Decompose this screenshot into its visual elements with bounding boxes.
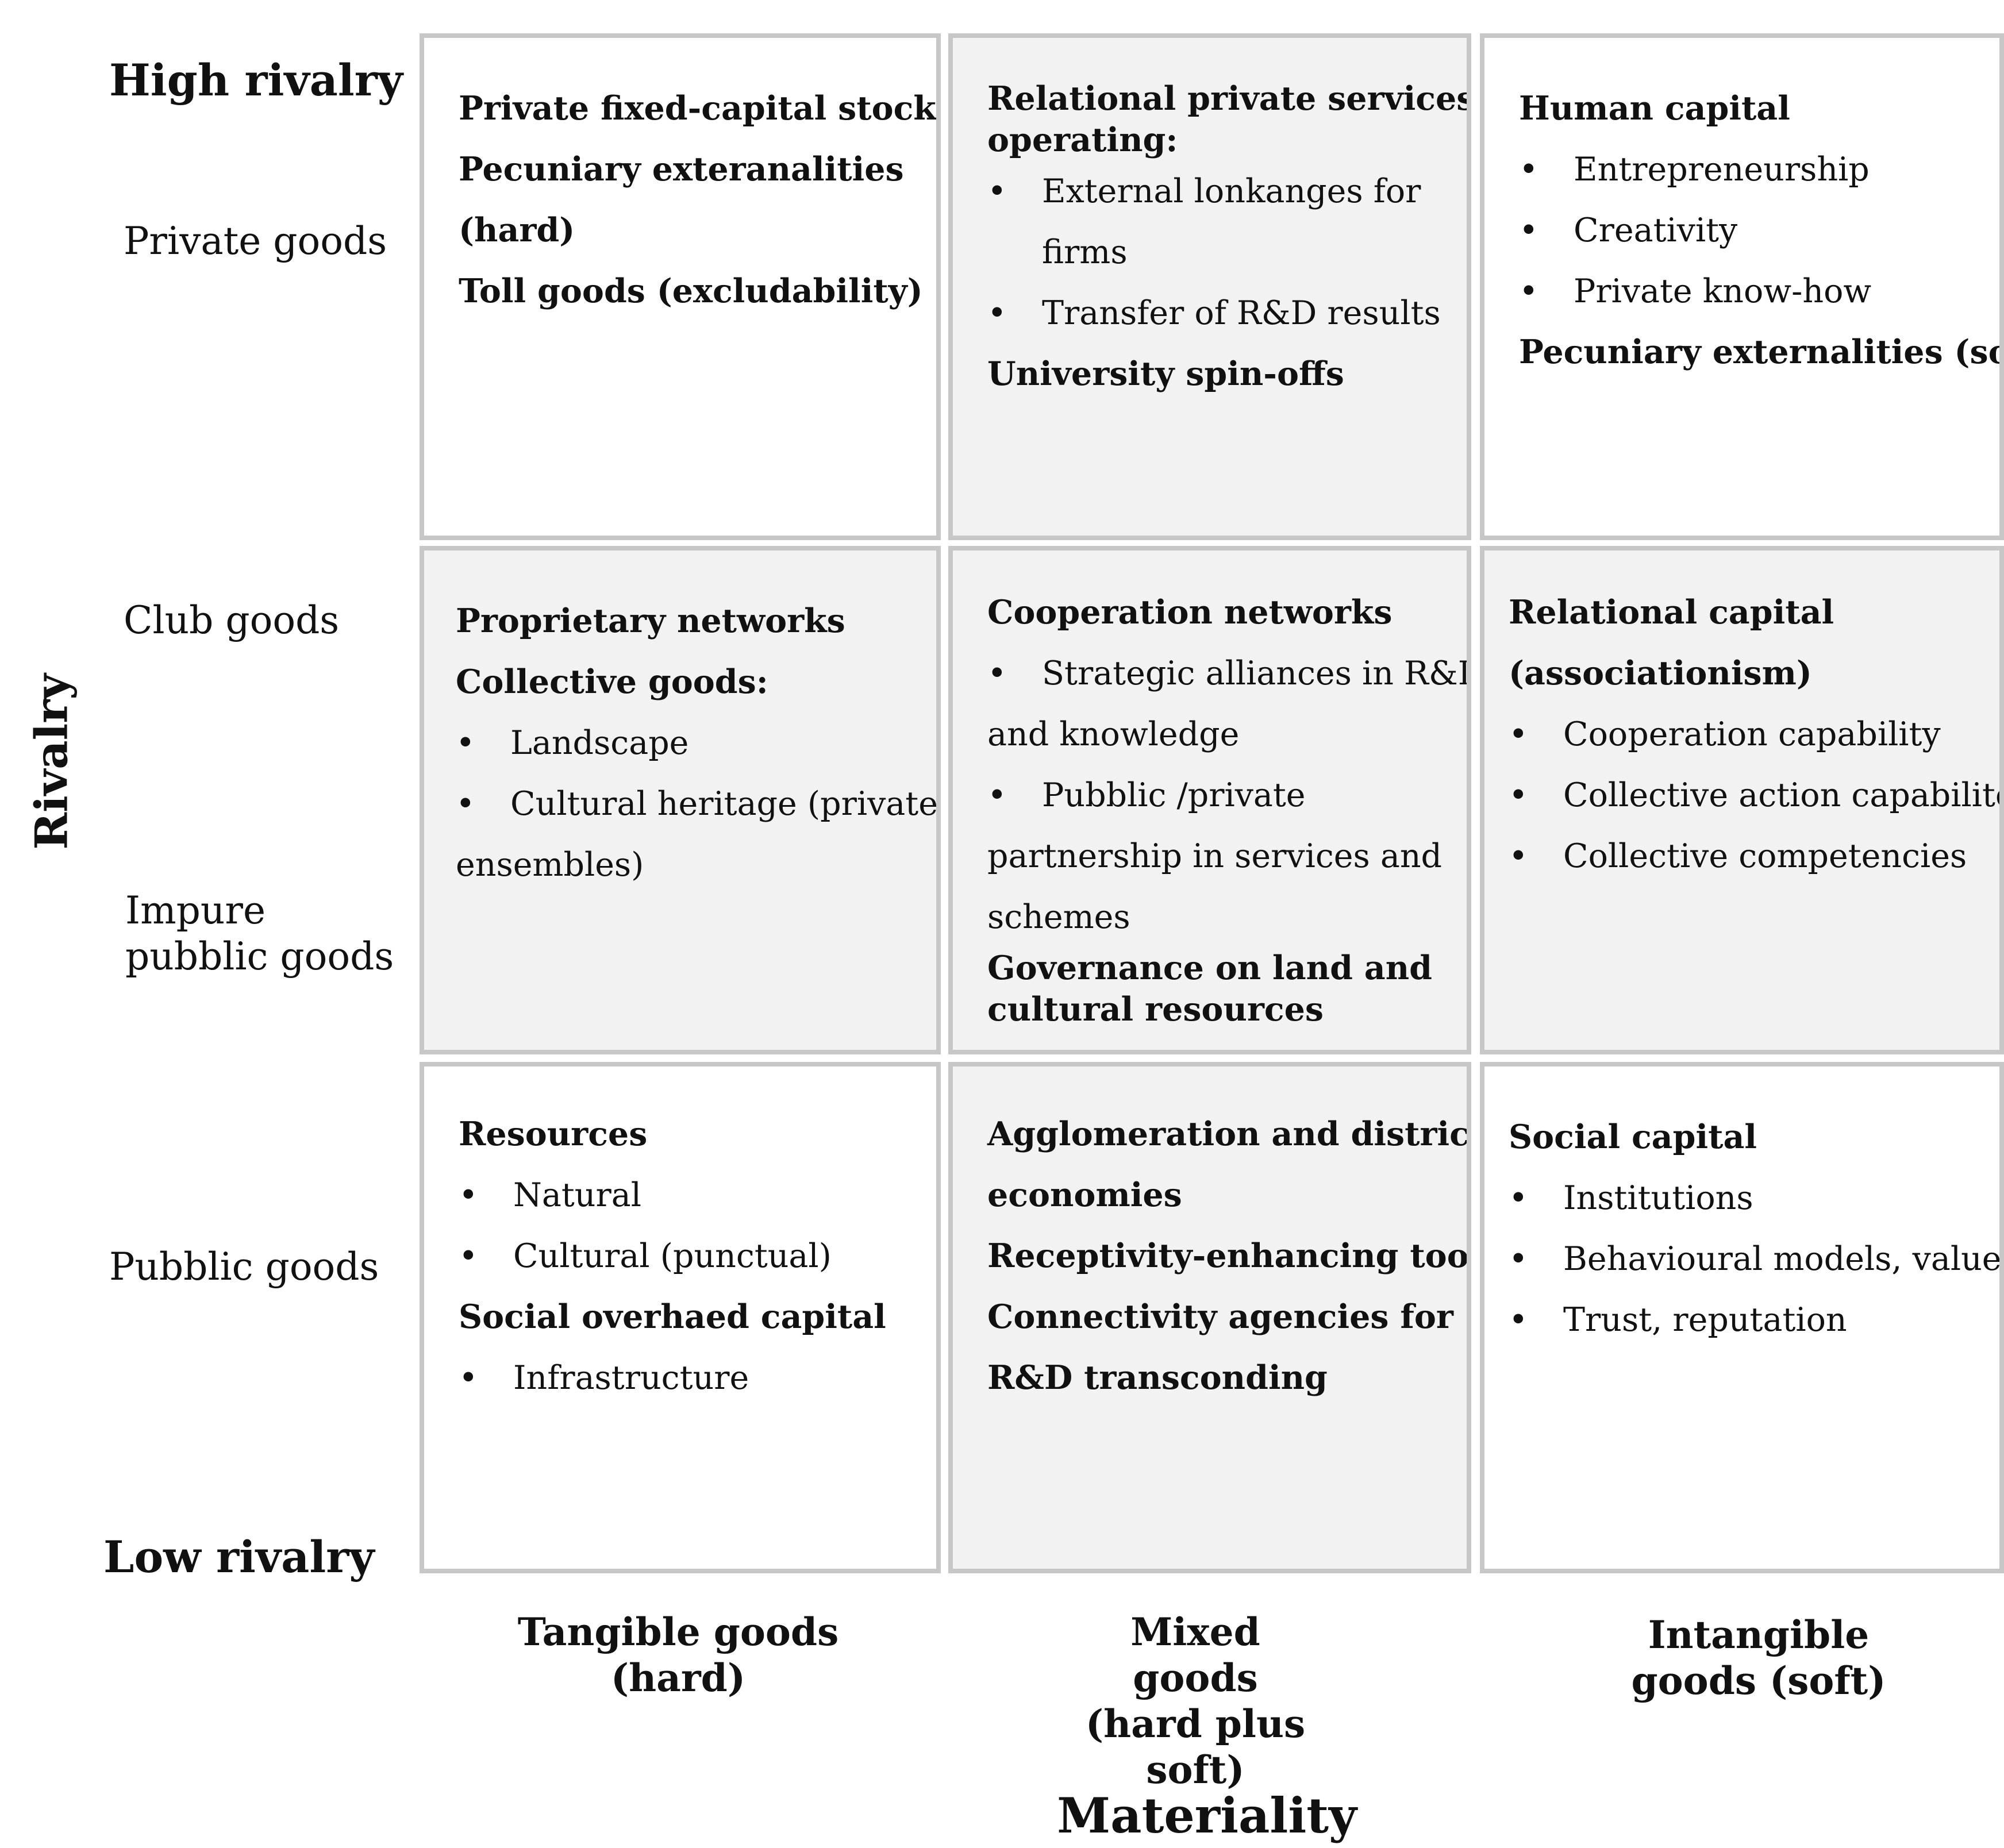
column-label-tangible: Tangible goods (hard) bbox=[517, 1610, 839, 1700]
cell-text: economies bbox=[987, 1176, 1182, 1214]
cell-bullet: Natural bbox=[459, 1165, 913, 1226]
cell-bullet: Trust, reputation bbox=[1509, 1289, 1976, 1350]
cell-text: R&D transconding bbox=[987, 1358, 1328, 1397]
cell-private-intangible: Human capital Entrepreneurship Creativit… bbox=[1480, 33, 2004, 540]
cell-bullet: Collective action capabilites bbox=[1509, 765, 1999, 826]
cell-heading: Resources bbox=[459, 1115, 648, 1153]
low-rivalry-label: Low rivalry bbox=[103, 1531, 375, 1583]
cell-heading: Cooperation networks bbox=[987, 593, 1393, 632]
cell-bullet: Institutions bbox=[1509, 1168, 1976, 1229]
cell-bullet-continuation: partnership in services and bbox=[987, 837, 1443, 875]
cell-bullet-continuation: ensembles) bbox=[456, 846, 644, 884]
cell-text: cultural resources bbox=[987, 990, 1324, 1029]
cell-club-tangible: Proprietary networks Collective goods: L… bbox=[420, 546, 941, 1054]
cell-text: Pecuniary exteranalities bbox=[459, 150, 904, 188]
cell-bullet: Private know-how bbox=[1519, 261, 1976, 322]
cell-bullet: Cooperation capability bbox=[1509, 704, 1976, 765]
materiality-axis-title: Materiality bbox=[1057, 1787, 1357, 1844]
cell-heading: Relational private services bbox=[987, 79, 1471, 118]
cell-club-mixed: Cooperation networks Strategic alliances… bbox=[948, 546, 1471, 1054]
row-label-public-goods: Pubblic goods bbox=[109, 1245, 379, 1289]
cell-bullet: Collective competencies bbox=[1509, 826, 1976, 887]
cell-text: Pecuniary externalities (soft) bbox=[1519, 333, 2004, 371]
cell-bullet: Pubblic /private bbox=[987, 765, 1444, 826]
cell-heading: Social capital bbox=[1509, 1118, 1757, 1156]
cell-heading: operating: bbox=[987, 121, 1178, 159]
cell-heading: Human capital bbox=[1519, 89, 1790, 128]
cell-heading: Relational capital bbox=[1509, 593, 1834, 632]
cell-bullet: Cultural heritage (private bbox=[456, 773, 936, 834]
cell-bullet: External lonkanges for bbox=[987, 161, 1444, 222]
cell-bullet: Entrepreneurship bbox=[1519, 139, 1976, 200]
cell-text: Connectivity agencies for bbox=[987, 1298, 1453, 1336]
rivalry-axis-title: Rivalry bbox=[25, 673, 78, 850]
cell-bullet: Cultural (punctual) bbox=[459, 1226, 913, 1287]
cell-public-tangible: Resources Natural Cultural (punctual) So… bbox=[420, 1062, 941, 1573]
cell-public-intangible: Social capital Institutions Behavioural … bbox=[1480, 1062, 2004, 1573]
row-label-club-goods: Club goods bbox=[124, 598, 340, 642]
cell-club-intangible: Relational capital (associationism) Coop… bbox=[1480, 546, 2004, 1054]
cell-heading: Social overhaed capital bbox=[459, 1298, 886, 1336]
cell-bullet: Strategic alliances in R&D bbox=[987, 643, 1467, 704]
cell-heading: Collective goods: bbox=[456, 663, 768, 701]
cell-text: Receptivity-enhancing tools bbox=[987, 1237, 1471, 1275]
cell-text: University spin-offs bbox=[987, 355, 1344, 393]
cell-text: Private fixed-capital stock bbox=[459, 89, 936, 128]
cell-public-mixed: Agglomeration and district economies Rec… bbox=[948, 1062, 1471, 1573]
cell-bullet-continuation: schemes bbox=[987, 898, 1130, 936]
cell-bullet: Transfer of R&D results bbox=[987, 283, 1444, 344]
cell-bullet: Creativity bbox=[1519, 200, 1976, 261]
cell-private-tangible: Private fixed-capital stock Pecuniary ex… bbox=[420, 33, 941, 540]
high-rivalry-label: High rivalry bbox=[109, 55, 403, 106]
column-label-mixed: Mixed goods (hard plus soft) bbox=[1085, 1610, 1306, 1792]
row-label-impure-public-goods: Impure pubblic goods bbox=[125, 888, 394, 979]
cell-private-mixed: Relational private services operating: E… bbox=[948, 33, 1471, 540]
cell-text: Agglomeration and district bbox=[987, 1115, 1471, 1153]
cell-bullet-continuation: firms bbox=[1042, 233, 1128, 271]
cell-bullet: Landscape bbox=[456, 713, 913, 773]
cell-bullet-continuation: and knowledge bbox=[987, 715, 1240, 753]
cell-bullet: Infrastructure bbox=[459, 1348, 913, 1408]
cell-text: (hard) bbox=[459, 211, 575, 249]
row-label-private-goods: Private goods bbox=[124, 219, 387, 263]
cell-heading: (associationism) bbox=[1509, 654, 1812, 692]
cell-bullet: Behavioural models, values bbox=[1509, 1229, 1999, 1289]
cell-text: Toll goods (excludability) bbox=[459, 272, 923, 310]
column-label-intangible: Intangible goods (soft) bbox=[1631, 1612, 1886, 1703]
cell-text: Governance on land and bbox=[987, 949, 1433, 987]
cell-heading: Proprietary networks bbox=[456, 602, 845, 640]
